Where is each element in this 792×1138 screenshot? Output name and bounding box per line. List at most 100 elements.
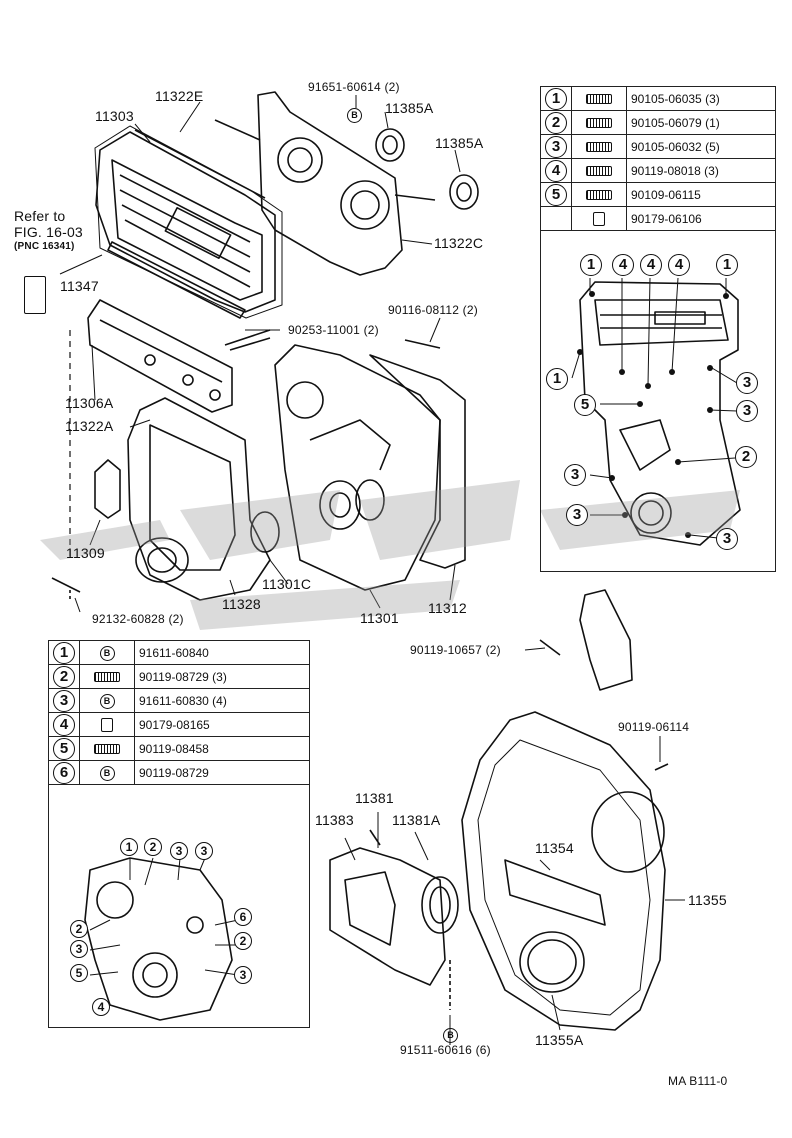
label-90119-06114: 90119-06114 [618,720,690,734]
callout-number: 6 [234,908,252,926]
label-11383: 11383 [315,812,354,828]
label-11322E: 11322E [155,88,204,104]
callout-number: 4 [668,254,690,276]
callout-number: 3 [564,464,586,486]
callout-number: 1 [53,641,75,664]
callout-number: 5 [574,394,596,416]
row-icon-cell [571,206,627,231]
callout-number: 1 [546,368,568,390]
callout-number: 2 [53,665,75,688]
part-number-cell[interactable]: 91611-60840 [134,640,310,665]
table-row: 6 B 90119-08729 [48,760,310,785]
back-plate [461,711,666,1031]
callout-number: 2 [545,111,567,134]
callout-number: 2 [234,932,252,950]
label-11355: 11355 [688,892,727,908]
row-number-cell: 3 [540,134,572,159]
label-91651: 91651-60614 (2) [308,80,400,94]
row-icon-cell [571,134,627,159]
row-icon-cell: B [79,760,135,785]
callout-number: 3 [736,372,758,394]
table-row: 5 90109-06115 [540,182,776,207]
part-number-cell[interactable]: 90119-08729 [134,760,310,785]
stud-b-icon: B [99,765,115,781]
row-icon-cell [571,158,627,183]
top-parts-table: 1 90105-06035 (3) 2 90105-06079 (1) 3 90105-0… [540,86,776,231]
refer-note-line1: Refer to [14,208,66,224]
label-11306A: 11306A [65,395,114,411]
label-11322C: 11322C [434,235,484,251]
row-number-cell: 5 [48,736,80,761]
timing-case [274,344,441,591]
row-icon-cell [571,182,627,207]
label-11328: 11328 [222,596,261,612]
label-11347: 11347 [60,278,99,294]
label-11322A: 11322A [65,418,114,434]
refer-note-line2[interactable]: FIG. 16-03 [14,224,83,240]
label-11354: 11354 [535,840,574,856]
part-number-cell[interactable]: 90105-06032 (5) [626,134,776,159]
callout-number: 3 [195,842,213,860]
part-number-cell[interactable]: 90119-08729 (3) [134,664,310,689]
row-icon-cell [79,712,135,737]
row-number-cell: 2 [540,110,572,135]
nut-icon [101,717,113,732]
callout-number: 2 [735,446,757,468]
row-icon-cell: B [79,688,135,713]
callout-number: 6 [53,761,75,784]
stud-b-icon: B [99,693,115,709]
callout-number: 3 [545,135,567,158]
callout-number: 5 [53,737,75,760]
valve-cover [95,131,276,313]
row-icon-cell: B [79,640,135,665]
table-row: 2 90119-08729 (3) [48,664,310,689]
part-number-cell[interactable]: 91611-60830 (4) [134,688,310,713]
row-number-cell: 5 [540,182,572,207]
row-icon-cell [571,110,627,135]
bolt-icon [586,142,612,153]
label-90119-10657: 90119-10657 (2) [410,643,501,657]
label-11381A: 11381A [392,812,441,828]
callout-number: 4 [612,254,634,276]
callout-number: 2 [70,920,88,938]
callout-number: 1 [545,87,567,110]
callout-number: 2 [144,838,162,856]
label-11385A-2: 11385A [435,135,484,151]
label-11312: 11312 [428,600,467,616]
table-row: 1 90105-06035 (3) [540,86,776,111]
part-number-cell[interactable]: 90105-06035 (3) [626,86,776,111]
part-number-cell[interactable]: 90179-06106 [626,206,776,231]
row-number-cell: 2 [48,664,80,689]
part-number-cell[interactable]: 90105-06079 (1) [626,110,776,135]
stud-b-icon: B [99,645,115,661]
label-11381: 11381 [355,790,394,806]
part-number-cell[interactable]: 90119-08458 [134,736,310,761]
row-number-cell: 1 [48,640,80,665]
label-11309: 11309 [66,545,105,561]
part-number-cell[interactable]: 90119-08018 (3) [626,158,776,183]
reference-figure-icon [24,276,46,314]
label-11385A-1: 11385A [385,100,434,116]
callout-number: 1 [580,254,602,276]
label-90253: 90253-11001 (2) [288,323,379,337]
part-number-cell[interactable]: 90179-08165 [134,712,310,737]
callout-number: 3 [170,842,188,860]
callout-number: 4 [92,998,110,1016]
bolt-icon [586,94,612,105]
row-number-cell: 3 [48,688,80,713]
label-92132: 92132-60828 (2) [92,612,184,626]
row-icon-cell [571,86,627,111]
part-number-cell[interactable]: 90109-06115 [626,182,776,207]
nut-icon [593,211,605,226]
refer-note-line3: (PNC 16341) [14,241,75,252]
rear-plate [257,91,403,276]
callout-number: 3 [566,504,588,526]
callout-number: 5 [545,183,567,206]
table-row: 5 90119-08458 [48,736,310,761]
row-number-cell: 6 [48,760,80,785]
row-icon-cell [79,664,135,689]
table-row: 2 90105-06079 (1) [540,110,776,135]
